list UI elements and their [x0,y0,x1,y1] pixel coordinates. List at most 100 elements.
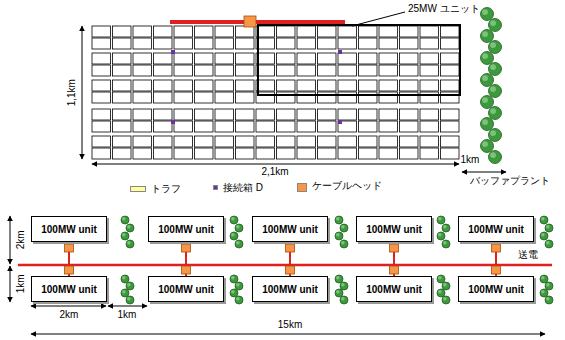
tree [236,241,240,245]
unit-box: 100MW unit [458,276,534,302]
tree [442,296,450,304]
dimension-label: 1km [118,309,137,321]
tree [482,75,488,81]
unit-box: 100MW unit [252,216,328,242]
trough [400,38,419,49]
trough [420,53,439,64]
trough [174,65,193,76]
trough [113,53,132,64]
trough [379,65,398,76]
tree [126,282,134,290]
trough [277,148,296,159]
tree [482,31,488,37]
unit-label: 100MW unit [262,284,318,295]
dimension-label: 2,1km [261,166,288,178]
trough [174,53,193,64]
trough [113,26,132,37]
dimension-line [108,306,147,307]
trough [174,148,193,159]
tree [443,225,447,229]
trough [318,53,337,64]
trough [92,136,111,147]
tree [482,119,488,125]
trough [113,148,132,159]
trough [379,38,398,49]
unit-label: 100MW unit [366,284,422,295]
tree [127,283,131,287]
trough [420,65,439,76]
tree [127,241,131,245]
trough [92,121,111,132]
trough [379,121,398,132]
cable-head [286,244,295,252]
tree [443,241,447,245]
dimension-line [92,164,459,165]
trough [256,136,275,147]
trough [113,109,132,120]
trough [379,53,398,64]
trough [379,109,398,120]
trough [379,136,398,147]
tree [481,96,494,109]
tree [336,290,340,294]
trough [297,109,316,120]
trough [113,136,132,147]
unit-box: 100MW unit [252,276,328,302]
trough [359,80,378,91]
tree [230,232,238,240]
trough [92,92,111,103]
tree [341,241,345,245]
tree [236,297,240,301]
trough [338,26,357,37]
trough [133,136,152,147]
trough [338,121,357,132]
tree [341,225,345,229]
trough [215,65,234,76]
tree [236,283,240,287]
trough [400,65,419,76]
trough [318,80,337,91]
trough [133,92,152,103]
tree [437,216,445,224]
trough [92,53,111,64]
trough [195,136,214,147]
trough [441,121,460,132]
tree [122,217,126,221]
tree [540,216,548,224]
tree [541,233,545,237]
unit-box: 100MW unit [458,216,534,242]
tree [236,225,240,229]
trough [400,121,419,132]
tree [336,217,340,221]
tree [340,282,348,290]
tree [235,240,243,248]
tree [335,216,343,224]
buffer-plant-label: バッファプラント [470,175,550,187]
dimension-label: 1,1km [66,79,78,106]
trough [133,121,152,132]
tree [122,290,126,294]
trough [195,26,214,37]
trough [174,109,193,120]
tree [490,64,496,70]
trough [174,136,193,147]
trough [441,136,460,147]
tree [235,296,243,304]
trough [420,109,439,120]
tree [438,217,442,221]
tree [442,224,450,232]
trough [359,92,378,103]
tree [490,152,496,158]
tree [335,289,343,297]
dimension-label: 1km [14,275,26,294]
cable-head [492,244,501,252]
trough [174,38,193,49]
trough [359,65,378,76]
tree [230,216,238,224]
trough [400,148,419,159]
trough [154,38,173,49]
tree [443,297,447,301]
junction-boxes [171,50,342,124]
tree [540,275,548,283]
